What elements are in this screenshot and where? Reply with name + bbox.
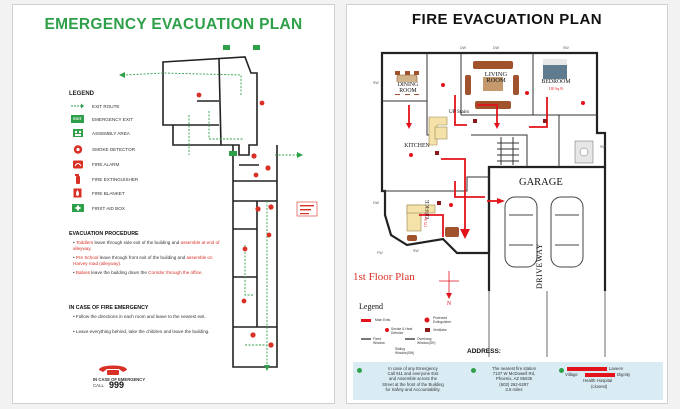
legend-label: FIRE EXTINGUISHER [92, 176, 139, 182]
marker-icon [471, 368, 476, 373]
fire-emergency-title: IN CASE OF FIRE EMERGENCY [69, 305, 149, 311]
living-room-label: LIVING ROOM [484, 71, 508, 84]
window-tag: FW [377, 251, 383, 255]
call-label: CALL [93, 383, 104, 388]
legend-label: Sliding Window(SW) [395, 347, 415, 355]
fire-evacuation-plan-sheet: FIRE EVACUATION PLAN [346, 4, 668, 404]
smoke-detector-icon [71, 144, 84, 154]
legend-label: EMERGENCY EXIT [92, 116, 134, 122]
window-tag: SW [373, 81, 379, 85]
info-hospital-part: Laveen [609, 366, 624, 371]
dining-room-label: DINING ROOM [395, 82, 421, 94]
window-tag: DW [373, 201, 379, 205]
legend-item: FIRE EXTINGUISHER [71, 174, 139, 184]
info-hospital-part: Village [565, 372, 578, 377]
compass-north-label: N [446, 301, 452, 307]
fire-step: • Follow the directions in each room and… [73, 314, 206, 319]
legend-item: EXIT ROUTE [71, 102, 119, 110]
fire-extinguisher-icon [71, 174, 84, 184]
legend-label: FIRE BLANKET [92, 190, 125, 196]
legend-label: Protected Extinguisher [433, 316, 452, 324]
marker-icon [559, 368, 564, 373]
kitchen-label: KITCHEN [404, 143, 430, 149]
window-tag: SW [413, 249, 419, 253]
window-tag: SW [563, 46, 569, 50]
legend-label: Ventilator [433, 328, 447, 332]
first-aid-box-icon [71, 204, 84, 212]
legend-item: FIRE ALARM [71, 160, 119, 168]
procedure-item: • Pre School leave through front exit of… [73, 255, 213, 266]
office-size: 175 Sq Ft [424, 212, 428, 228]
info-hospital-part: Health Hospital [583, 378, 613, 383]
emergency-info-bar: In case of any Emergency Call 911 and ev… [353, 362, 663, 400]
right-plan-title: FIRE EVACUATION PLAN [411, 11, 603, 28]
emergency-evacuation-plan-sheet: EMERGENCY EVACUATION PLAN [12, 4, 335, 404]
procedure-item: • Toddlers leave through side exit of th… [73, 240, 220, 251]
fire-alarm-icon [71, 160, 84, 168]
left-floor-plan [119, 45, 318, 371]
bedroom-label: BEDROOM [539, 79, 573, 85]
emergency-number: 999 [109, 380, 125, 390]
legend-label: Fixed Window [373, 337, 385, 345]
address-label: ADDRESS: [467, 348, 501, 355]
evacuation-procedure-title: EVACUATION PROCEDURE [69, 231, 139, 237]
window-tag: DW [493, 46, 499, 50]
legend-item: FIRE BLANKET [71, 188, 125, 198]
legend-label: EXIT ROUTE [92, 103, 120, 109]
info-instructions: In case of any Emergency Call 911 and ev… [382, 366, 444, 392]
fire-step: • Leave everything behind, take the chil… [73, 329, 210, 334]
fire-blanket-icon [71, 188, 84, 198]
exit-route-arrow-icon [71, 102, 84, 110]
legend-label: SMOKE DETECTOR [92, 146, 136, 152]
legend-item: EXIT EMERGENCY EXIT [71, 115, 133, 123]
procedure-item: • Babies leave the building down the Cor… [73, 270, 203, 275]
legend-item: FIRST AID BOX [71, 204, 125, 212]
marker-icon [357, 368, 362, 373]
legend-label: FIRE ALARM [92, 161, 120, 167]
info-hospital-part: Dignity [617, 372, 631, 377]
window-tag: DW [460, 46, 466, 50]
left-plan-title: EMERGENCY EVACUATION PLAN [44, 16, 303, 33]
legend-item: ASSEMBLY AREA [71, 129, 130, 137]
right-legend-title: Legend [359, 302, 383, 311]
info-fire-station: The nearest fire station 7137 W McDowell… [492, 366, 536, 392]
driveway-label: DRIVEWAY [535, 243, 544, 289]
legend-label: Overhang Window(SH) [417, 337, 436, 345]
up-stairs-label: UP Stairs [448, 109, 470, 115]
exit-sign-text: EXIT [73, 117, 82, 121]
telephone-icon [99, 365, 127, 375]
emergency-label: IN CASE OF EMERGENCY [93, 377, 146, 382]
info-hospital-part: (closest) [591, 384, 608, 389]
emergency-exit-sign-icon: EXIT [71, 115, 84, 123]
redacted-bar [585, 373, 615, 377]
floor-plan-label: 1st Floor Plan [353, 271, 415, 283]
bedroom-size: 130 Sq Ft [548, 87, 564, 91]
legend-label: Main Exits [375, 318, 391, 322]
legend-title: LEGEND [69, 91, 95, 97]
redacted-bar [567, 367, 607, 371]
right-floor-plan [361, 51, 607, 357]
legend-item: SMOKE DETECTOR [71, 144, 136, 154]
window-tag: SW [600, 145, 606, 149]
legend-label: FIRST AID BOX [92, 205, 125, 211]
legend-label: ASSEMBLY AREA [92, 130, 130, 136]
legend-label: Smoke & Heat Detector [391, 327, 413, 335]
garage-label: GARAGE [519, 177, 563, 188]
assembly-area-icon [71, 129, 84, 137]
